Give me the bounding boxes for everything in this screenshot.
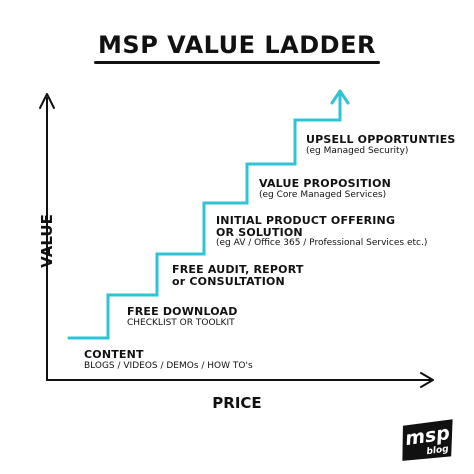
step-free-audit-heading-line2: or CONSULTATION [172, 274, 285, 288]
step-content-detail: BLOGS / VIDEOS / DEMOs / HOW TO's [84, 360, 253, 371]
logo-text-bottom: blog [426, 444, 450, 457]
step-free-audit: FREE AUDIT, REPORT or CONSULTATION [172, 264, 304, 287]
step-free-download-detail: CHECKLIST OR TOOLKIT [127, 317, 235, 328]
page-title: MSP VALUE LADDER [98, 31, 376, 59]
step-initial-offering-heading: INITIAL PRODUCT OFFERING [216, 214, 396, 227]
step-value-proposition-heading: VALUE PROPOSITION [259, 177, 392, 190]
step-free-download-heading: FREE DOWNLOAD [127, 305, 238, 318]
step-upsell-heading: UPSELL OPPORTUNTIES [306, 133, 456, 146]
ladder-arrow-icon [330, 89, 350, 105]
step-initial-offering-detail: (eg AV / Office 365 / Professional Servi… [216, 238, 428, 249]
step-initial-offering: INITIAL PRODUCT OFFERING OR SOLUTION (eg… [216, 215, 427, 249]
step-content: CONTENT BLOGS / VIDEOS / DEMOs / HOW TO'… [84, 349, 253, 371]
title-underline [94, 61, 380, 64]
step-upsell-detail: (eg Managed Security) [306, 145, 409, 156]
step-value-proposition-detail: (eg Core Managed Services) [259, 189, 387, 200]
step-initial-offering-heading-line2: OR SOLUTION [216, 225, 303, 239]
step-free-audit-heading: FREE AUDIT, REPORT [172, 263, 304, 276]
step-free-download: FREE DOWNLOAD CHECKLIST OR TOOLKIT [127, 306, 238, 328]
msp-blog-logo: msp blog [402, 419, 453, 461]
x-axis-label: PRICE [212, 394, 262, 412]
step-content-heading: CONTENT [84, 348, 144, 361]
x-axis-arrow-icon [420, 372, 434, 388]
step-value-proposition: VALUE PROPOSITION (eg Core Managed Servi… [259, 178, 391, 200]
y-axis-label: VALUE [38, 214, 56, 268]
ladder-staircase [67, 92, 342, 340]
y-axis-arrow-icon [39, 93, 55, 109]
step-upsell: UPSELL OPPORTUNTIES (eg Managed Security… [306, 134, 456, 156]
